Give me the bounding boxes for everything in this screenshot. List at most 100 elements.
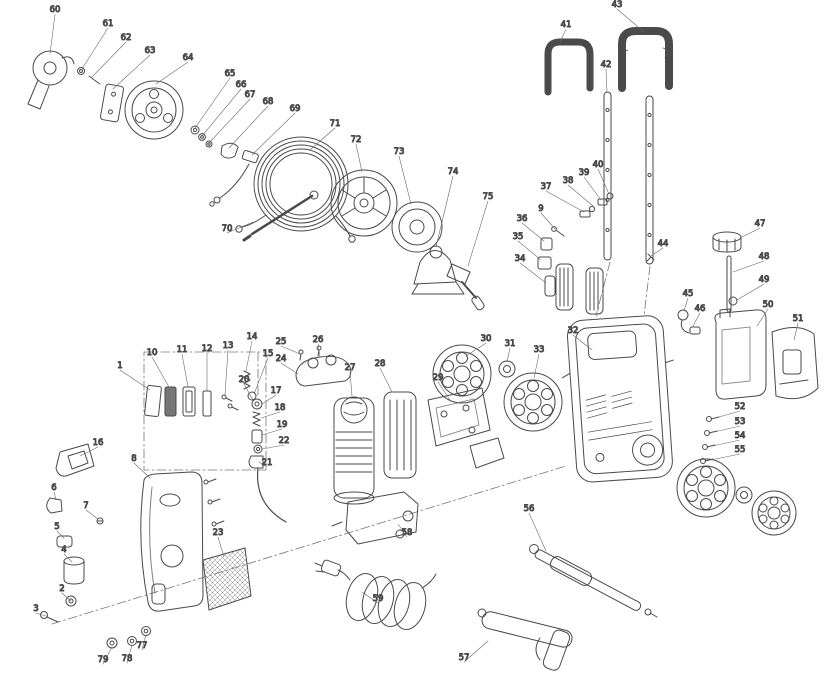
part-number-60: 60 [50,5,61,15]
part-number-28: 28 [375,359,386,369]
leader-line-64 [155,61,189,85]
part-spray-lance [529,544,658,618]
leader-line-28 [379,367,393,393]
part-detergent-tank [714,308,767,400]
part-handle-small [544,38,594,96]
part-wheel [503,372,563,432]
part-number-68: 68 [263,97,274,107]
leader-line-3 [35,612,47,617]
part-number-11: 11 [177,345,188,355]
part-number-59: 59 [373,594,384,604]
leader-line-13 [224,349,229,396]
part-number-55: 55 [735,445,746,455]
part-reel-stand [411,245,465,295]
part-reel-side-wheel [124,80,184,140]
leader-line-45 [683,297,689,312]
part-tube-left [603,91,612,261]
leader-line-72 [355,143,363,173]
leader-line-36 [521,222,545,242]
part-axle-screws [700,416,720,464]
part-number-64: 64 [183,53,194,63]
part-number-54: 54 [735,431,746,441]
part-number-67: 67 [245,90,256,100]
part-number-33: 33 [534,345,545,355]
part-side-plate [99,83,125,123]
leader-line-62 [91,41,127,78]
leader-line-31 [506,347,511,363]
part-washer [77,67,85,75]
part-number-62: 62 [121,33,132,43]
leader-line-38 [567,184,594,207]
part-number-29: 29 [433,373,444,383]
part-mount-bracket [27,50,75,110]
part-filter-screen [202,547,252,611]
part-washers-bottom [106,626,151,649]
leader-line-55 [705,453,741,462]
part-crank-handle [446,263,485,311]
leader-line-17 [261,394,277,405]
part-hub-cap [735,486,753,504]
part-number-32: 32 [568,326,579,336]
part-number-77: 77 [137,641,148,651]
part-clip [46,497,63,514]
part-number-53: 53 [735,417,746,427]
part-spray-gun [477,608,573,671]
construction-lines [51,261,651,625]
part-number-21: 21 [262,458,273,468]
leader-line-33 [533,353,540,379]
front-cover-group [40,443,225,649]
switch-and-filter-parts [537,192,614,315]
part-number-61: 61 [103,19,114,29]
part-number-41: 41 [561,20,572,30]
part-number-20: 20 [239,375,250,385]
leader-line-29 [437,381,451,401]
part-tank-cap [712,231,742,253]
part-number-42: 42 [601,60,612,70]
part-wheel [751,490,797,536]
part-bolt [40,611,59,623]
leader-line-19 [261,428,283,436]
part-wheel [676,458,736,518]
leader-line-9 [540,212,556,230]
part-number-50: 50 [763,300,774,310]
part-base-plate [427,387,505,469]
part-cup [63,556,85,585]
leader-line-65 [194,77,231,129]
part-number-4: 4 [61,545,66,555]
leader-line-27 [349,371,353,397]
part-number-40: 40 [593,160,604,170]
leader-line-14 [245,340,253,372]
part-number-27: 27 [345,363,356,373]
part-number-2: 2 [59,584,64,594]
part-number-69: 69 [290,104,301,114]
leader-line-47 [739,227,761,239]
part-screw [96,517,104,525]
part-number-48: 48 [759,252,770,262]
leader-line-78 [126,644,133,664]
leader-line-77 [141,634,147,651]
part-filter-cartridge [555,263,574,311]
part-side-panel [771,327,819,400]
part-main-body [561,315,674,483]
part-number-70: 70 [222,224,233,234]
leader-line-79 [102,646,113,665]
leader-line-49 [736,283,765,301]
part-hose-hook [677,309,701,335]
leader-line-20 [243,383,254,401]
leader-line-23 [217,536,225,558]
leader-line-32 [572,334,593,351]
leader-line-66 [201,88,242,137]
leader-line-22 [261,444,285,450]
leader-line-30 [465,342,487,357]
leader-line-44 [650,247,664,257]
part-number-9: 9 [538,204,543,214]
part-tube-right [645,95,654,265]
leader-line-60 [49,13,56,55]
part-number-36: 36 [517,214,528,224]
part-hose-coil [235,136,356,243]
part-hook-clip [220,142,239,159]
part-hub-cap [498,360,516,378]
part-number-3: 3 [33,604,38,614]
